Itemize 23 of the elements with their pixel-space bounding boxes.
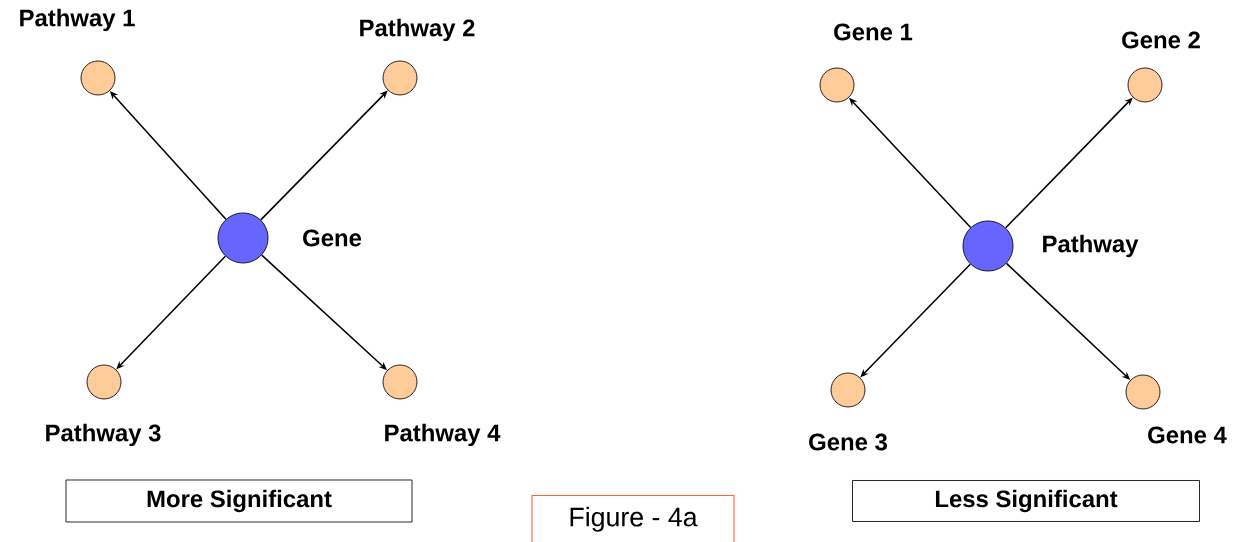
circle-node: Pathway 1: [20, 8, 135, 96]
node-label: Gene 3: [809, 433, 887, 451]
circle-node: Gene 2: [1122, 31, 1200, 103]
circle-node: Gene 1: [819, 23, 913, 103]
circle-node: Pathway: [962, 220, 1139, 272]
circle-node: Pathway 4: [382, 364, 501, 447]
figure-box: Figure - 4a: [531, 495, 735, 542]
node-label: Pathway: [1043, 234, 1139, 258]
label-box: More Significant: [65, 479, 413, 523]
circle-node: Pathway 3: [46, 364, 161, 447]
circle-node: Pathway 2: [360, 18, 475, 96]
node-label: Gene 2: [1122, 31, 1200, 49]
circle-node: Gene 3: [809, 372, 887, 451]
label-box: Less Significant: [852, 480, 1200, 522]
node-label: Gene: [303, 229, 362, 247]
node-label: Pathway 4: [385, 423, 501, 447]
circle-node: Gene: [217, 212, 362, 264]
node-label: Pathway 2: [360, 18, 475, 42]
circle-node: Gene 4: [1125, 374, 1227, 444]
node-label: Gene 4: [1148, 426, 1227, 444]
node-label: Gene 1: [834, 23, 913, 41]
node-label: Pathway 1: [20, 8, 135, 32]
node-label: Pathway 3: [46, 423, 161, 447]
